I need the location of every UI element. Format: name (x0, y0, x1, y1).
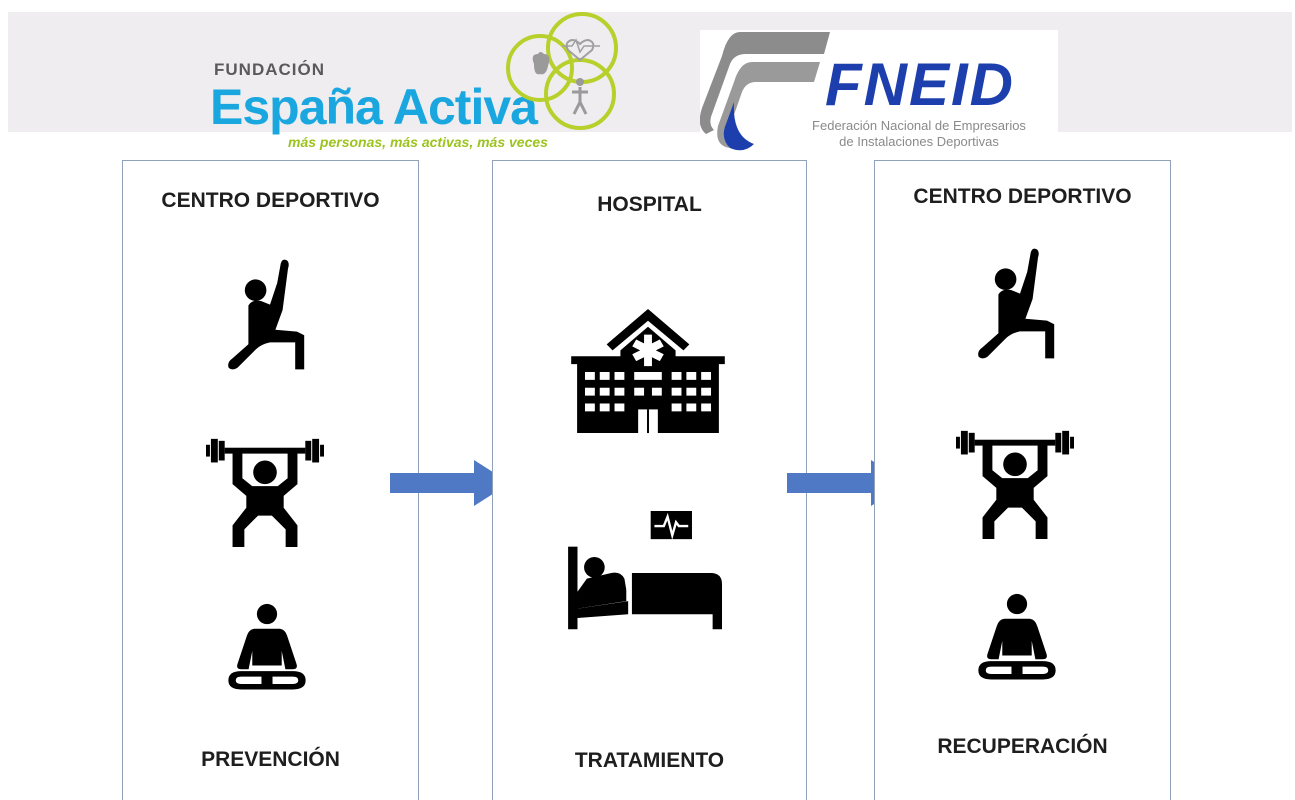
weightlifter-icon (201, 431, 329, 549)
panel-title: CENTRO DEPORTIVO (161, 189, 380, 212)
arrow-right-icon (390, 460, 510, 506)
panel-tratamiento: HOSPITAL TRATAMIENTO (492, 160, 807, 800)
fneid-full-name-line2: de Instalaciones Deportivas (839, 134, 999, 149)
meditation-icon (221, 603, 313, 695)
espana-activa-name: España Activa (210, 79, 538, 135)
espana-activa-logo: FUNDACIÓN España Activa más personas, má… (200, 10, 630, 160)
espana-activa-fundacion: FUNDACIÓN (214, 60, 325, 79)
fneid-full-name-line1: Federación Nacional de Empresarios (812, 118, 1026, 133)
health-circles-icon (506, 12, 618, 130)
fneid-logo: FNEID Federación Nacional de Empresarios… (700, 30, 1058, 154)
fneid-full-name: Federación Nacional de Empresarios de In… (794, 118, 1044, 150)
panel-footer: RECUPERACIÓN (937, 735, 1108, 758)
panel-footer: PREVENCIÓN (201, 748, 340, 771)
meditation-icon (971, 593, 1063, 685)
panel-title: CENTRO DEPORTIVO (913, 185, 1132, 208)
hospital-bed-patient-icon (561, 511, 731, 633)
espana-activa-tagline: más personas, más activas, más veces (288, 134, 548, 150)
panel-footer: TRATAMIENTO (574, 749, 725, 772)
fneid-swoosh-icon (700, 32, 830, 151)
stretching-person-icon (225, 256, 315, 373)
panel-prevencion: CENTRO DEPORTIVO PREVENCIÓN (122, 160, 419, 800)
hospital-building-icon (569, 307, 727, 435)
panel-recuperacion: CENTRO DEPORTIVO RECUPERACIÓN (874, 160, 1171, 800)
header-band (8, 12, 1292, 132)
stretching-person-icon (975, 245, 1065, 362)
panel-title: HOSPITAL (597, 193, 702, 216)
weightlifter-icon (951, 423, 1079, 541)
fneid-acronym: FNEID (825, 51, 1015, 118)
